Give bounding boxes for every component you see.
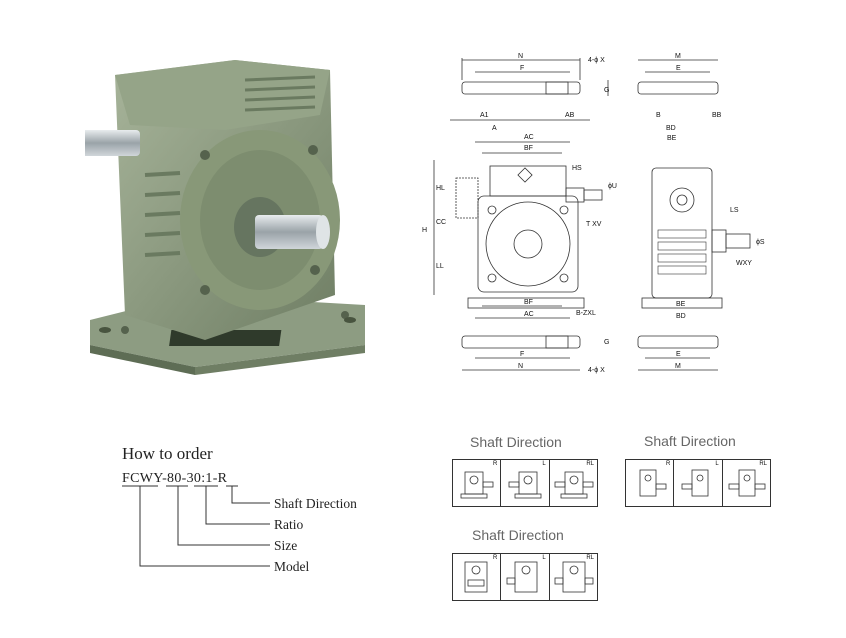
shaft-direction-rl: RL [548,460,597,506]
order-label-ratio: Ratio [274,517,304,532]
shaft-direction-rl-3: RL [548,554,597,600]
label-cc: CC [436,219,446,226]
shaft-direction-r: R [453,460,500,506]
label-hole-bottom: 4-ϕ X [588,367,605,374]
order-title: How to order [122,444,213,463]
shaft-direction-rl-2: RL [721,460,770,506]
label-f-bottom: F [520,351,524,358]
label-wxy: WXY [736,260,752,267]
label-m: M [675,53,681,60]
reducer-photo [85,60,365,375]
label-hole: 4-ϕ X [588,57,605,64]
label-u: ϕU [608,183,617,190]
label-e: E [676,65,681,72]
label-f: F [520,65,524,72]
label-a1: A1 [480,112,489,119]
label-n-bottom: N [518,363,523,370]
label-be-top: BE [667,135,677,142]
label-bb: BB [712,112,722,119]
shaft-direction-panel-3: R L RL [452,553,598,601]
label-bf-bottom: BF [524,299,533,306]
label-e-bottom: E [676,351,681,358]
label-bzxl: B-ZXL [576,310,596,317]
label-ll: LL [436,263,444,270]
label-g: G [604,87,609,94]
label-bd-top: BD [666,125,676,132]
label-bf-top: BF [524,145,533,152]
shaft-direction-title-3: Shaft Direction [472,527,564,543]
tag-rl-3: RL [586,555,594,561]
label-h: H [422,227,427,234]
label-ac-bottom: AC [524,311,534,318]
order-label-shaft-direction: Shaft Direction [274,496,357,511]
shaft-direction-panel-1: R L RL [452,459,598,507]
shaft-direction-panel-2: R L RL [625,459,771,507]
tag-rl-2: RL [759,461,767,467]
label-txv: T XV [586,221,602,228]
label-bd-bottom: BD [676,313,686,320]
shaft-direction-title-2: Shaft Direction [644,433,736,449]
tag-l-2: L [715,461,719,467]
label-hl: HL [436,185,445,192]
label-s: ϕS [756,239,765,246]
shaft-direction-l-2: L [673,460,721,506]
shaft-direction-r-3: R [453,554,500,600]
shaft-direction-l-3: L [500,554,548,600]
label-a: A [492,125,497,132]
tag-rl: RL [586,461,594,467]
order-label-model: Model [274,559,310,574]
tag-l-3: L [542,555,546,561]
label-n: N [518,53,523,60]
order-code: FCWY-80-30:1-R [122,471,228,486]
order-label-size: Size [274,538,298,553]
shaft-direction-title-1: Shaft Direction [470,434,562,450]
label-be-bottom: BE [676,301,686,308]
tag-r-2: R [665,461,671,467]
tag-l: L [542,461,546,467]
label-m-bottom: M [675,363,681,370]
how-to-order: How to order FCWY-80-30:1-R Shaft Direct… [118,440,393,580]
label-hs: HS [572,165,582,172]
label-ab: AB [565,112,575,119]
dimension-drawing: N F 4-ϕ X G M E A1 AB A AC BF HS ϕU T XV… [422,53,765,374]
label-ac-top: AC [524,134,534,141]
shaft-direction-l: L [500,460,548,506]
label-b: B [656,112,661,119]
label-ls: LS [730,207,739,214]
tag-r-3: R [492,555,498,561]
label-g-bottom: G [604,339,609,346]
tag-r: R [492,461,498,467]
shaft-direction-r-2: R [626,460,673,506]
